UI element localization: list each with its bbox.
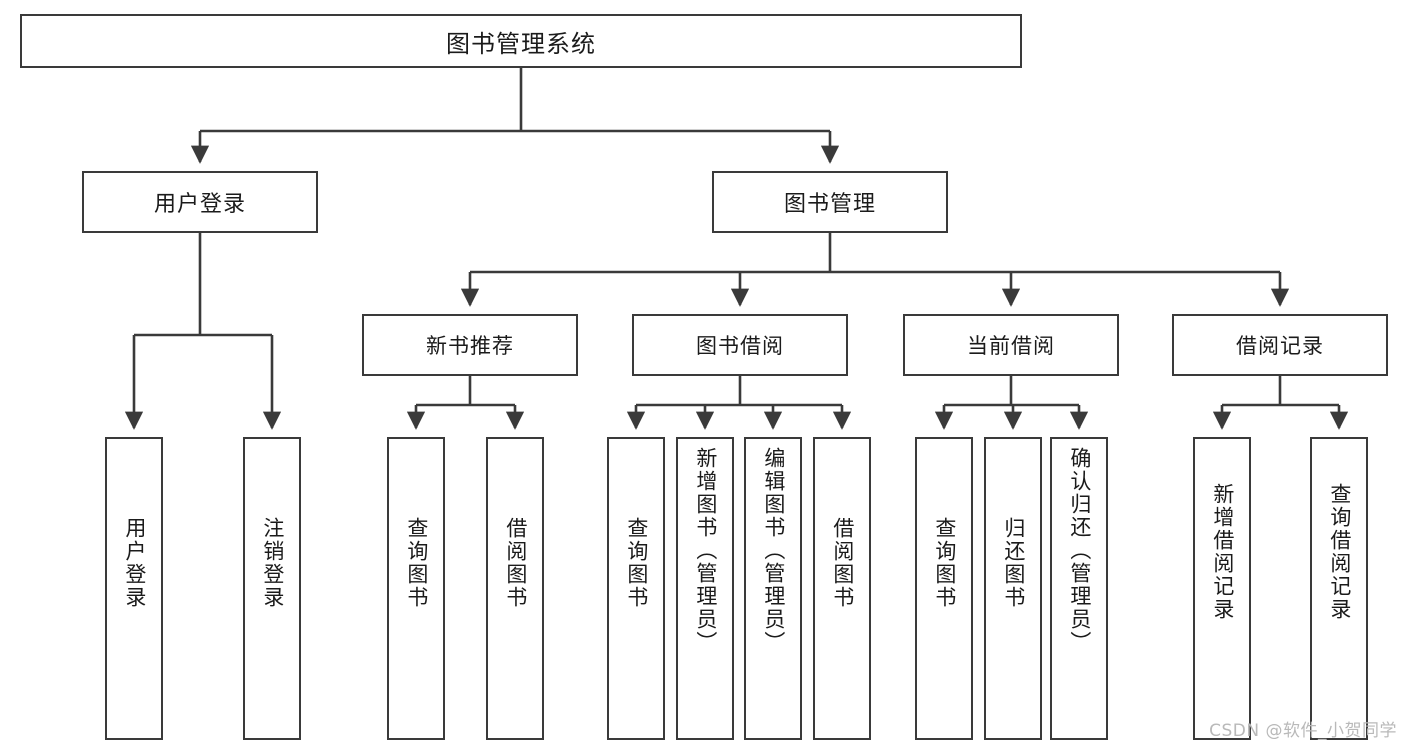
node-book-borrow-label: 图书借阅	[696, 334, 784, 358]
node-borrow-lend-book[interactable]: 借阅图书	[813, 437, 871, 740]
node-cur-return-book-label: 归还图书	[1001, 517, 1026, 609]
node-borrow-add-book[interactable]: 新增图书（管理员）	[676, 437, 734, 740]
node-rec-add-record-label: 新增借阅记录	[1210, 483, 1235, 621]
node-borrow-add-book-label: 新增图书（管理员）	[693, 447, 718, 654]
node-user-logout-label: 注销登录	[260, 517, 285, 609]
node-borrow-query-book-label: 查询图书	[624, 517, 649, 609]
node-book-borrow[interactable]: 图书借阅	[632, 314, 848, 376]
node-rec-add-record[interactable]: 新增借阅记录	[1193, 437, 1251, 740]
node-rec-query-record[interactable]: 查询借阅记录	[1310, 437, 1368, 740]
node-user-login-do[interactable]: 用户登录	[105, 437, 163, 740]
node-borrow-query-book[interactable]: 查询图书	[607, 437, 665, 740]
node-user-login-do-label: 用户登录	[122, 517, 147, 609]
node-cur-query-book-label: 查询图书	[932, 517, 957, 609]
node-borrow-record-label: 借阅记录	[1236, 334, 1324, 358]
node-rec-borrow-book-label: 借阅图书	[503, 517, 528, 609]
node-borrow-edit-book-label: 编辑图书（管理员）	[761, 447, 786, 654]
node-root[interactable]: 图书管理系统	[20, 14, 1022, 68]
node-rec-query-book-label: 查询图书	[404, 517, 429, 609]
node-cur-return-book[interactable]: 归还图书	[984, 437, 1042, 740]
node-cur-confirm-return[interactable]: 确认归还（管理员）	[1050, 437, 1108, 740]
node-rec-query-record-label: 查询借阅记录	[1327, 483, 1352, 621]
node-borrow-lend-book-label: 借阅图书	[830, 517, 855, 609]
node-book-manage[interactable]: 图书管理	[712, 171, 948, 233]
node-user-login[interactable]: 用户登录	[82, 171, 318, 233]
node-current-borrow-label: 当前借阅	[967, 334, 1055, 358]
node-cur-query-book[interactable]: 查询图书	[915, 437, 973, 740]
node-root-label: 图书管理系统	[446, 29, 596, 58]
node-book-manage-label: 图书管理	[783, 192, 876, 217]
node-new-book-rec[interactable]: 新书推荐	[362, 314, 578, 376]
node-user-login-label: 用户登录	[153, 192, 246, 217]
node-cur-confirm-return-label: 确认归还（管理员）	[1067, 447, 1092, 654]
node-new-book-rec-label: 新书推荐	[426, 334, 514, 358]
node-current-borrow[interactable]: 当前借阅	[903, 314, 1119, 376]
node-borrow-edit-book[interactable]: 编辑图书（管理员）	[744, 437, 802, 740]
node-rec-borrow-book[interactable]: 借阅图书	[486, 437, 544, 740]
node-rec-query-book[interactable]: 查询图书	[387, 437, 445, 740]
node-user-logout[interactable]: 注销登录	[243, 437, 301, 740]
node-borrow-record[interactable]: 借阅记录	[1172, 314, 1388, 376]
